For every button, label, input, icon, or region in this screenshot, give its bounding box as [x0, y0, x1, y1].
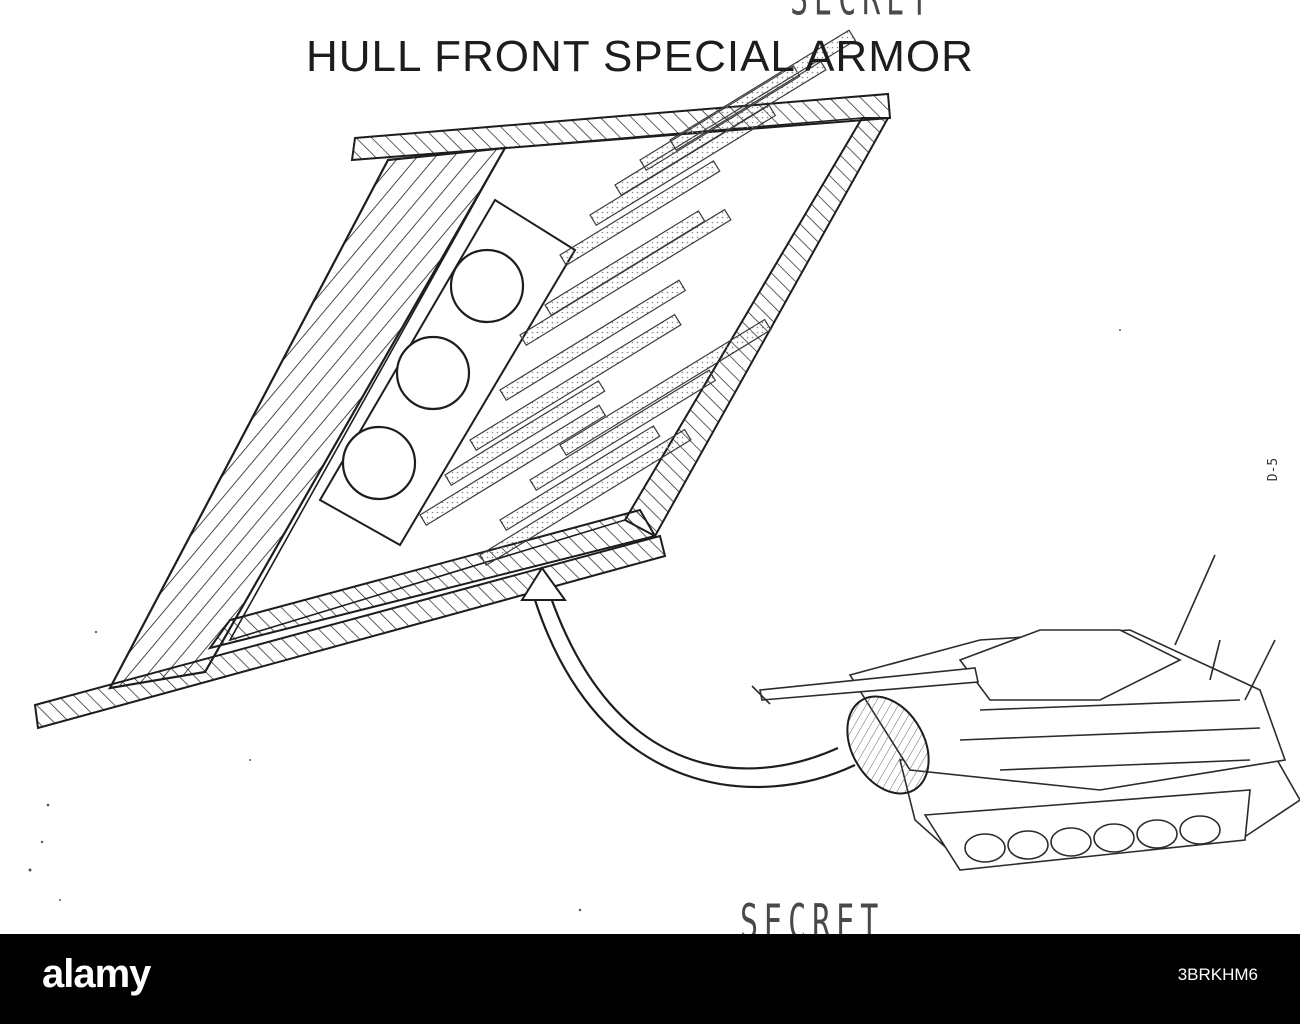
diagram-title: HULL FRONT SPECIAL ARMOR: [306, 32, 974, 81]
tube-circle-2: [395, 335, 471, 411]
classification-stamp-top: SECRET: [790, 0, 934, 28]
armor-slab: [479, 428, 692, 567]
tube-block: [318, 198, 577, 547]
lower-hull-plate: [33, 534, 667, 730]
top-plate: [350, 92, 892, 162]
image-id-label: 3BRKHM6: [1177, 965, 1258, 984]
classification-stamp-bottom: SECRET: [740, 895, 885, 935]
brand-logo: alamy: [42, 952, 151, 996]
page-number: D-5: [1266, 457, 1282, 482]
watermark-footer: alamy 3BRKHM6: [0, 934, 1300, 1024]
armor-slab: [559, 160, 721, 267]
tank-illustration: [751, 554, 1300, 871]
scanned-document: SECRET HULL FRONT SPECIAL ARMOR D-5 SECR…: [28, 0, 1300, 935]
armor-slab: [499, 279, 687, 402]
armor-slab: [469, 313, 682, 452]
armor-slab: [419, 404, 607, 527]
armor-slab: [669, 29, 857, 152]
armor-slab: [444, 380, 606, 487]
scan-noise: [28, 139, 1121, 912]
armor-location-marker: [846, 695, 930, 795]
armor-slab: [559, 318, 772, 457]
callout-arrow: [520, 566, 856, 789]
road-wheels: [964, 815, 1221, 863]
tube-circle-3: [341, 425, 417, 501]
armor-diagram: [28, 29, 1300, 912]
armor-slab: [529, 369, 717, 492]
layered-plates: [419, 29, 857, 567]
glacis-plate: [107, 146, 508, 690]
tube-circle-1: [449, 248, 525, 324]
armor-slab: [499, 425, 661, 532]
armor-slab: [544, 210, 706, 317]
